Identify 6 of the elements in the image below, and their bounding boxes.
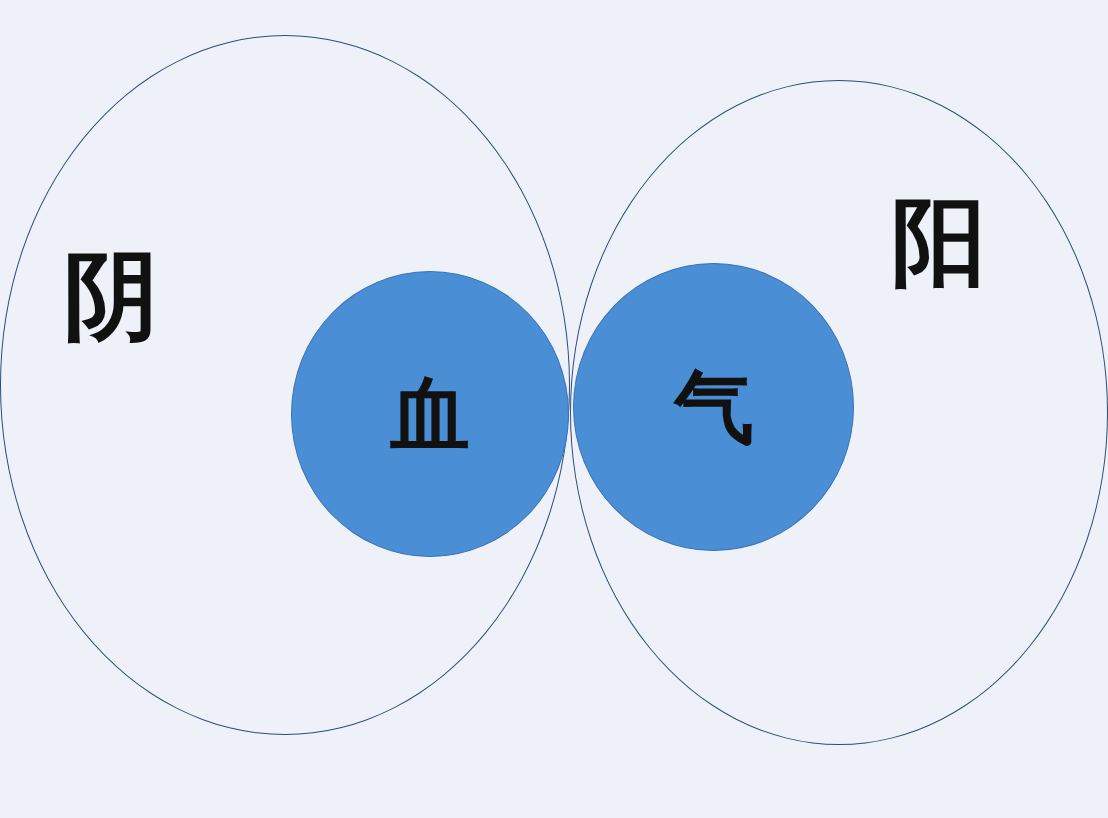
circle-label: 阴 <box>63 248 159 344</box>
circle-label: 血 <box>390 374 470 454</box>
outer-circle <box>570 80 1108 745</box>
outer-circle <box>0 35 570 735</box>
circle-label: 阳 <box>891 194 987 290</box>
circle-label: 气 <box>673 367 754 447</box>
